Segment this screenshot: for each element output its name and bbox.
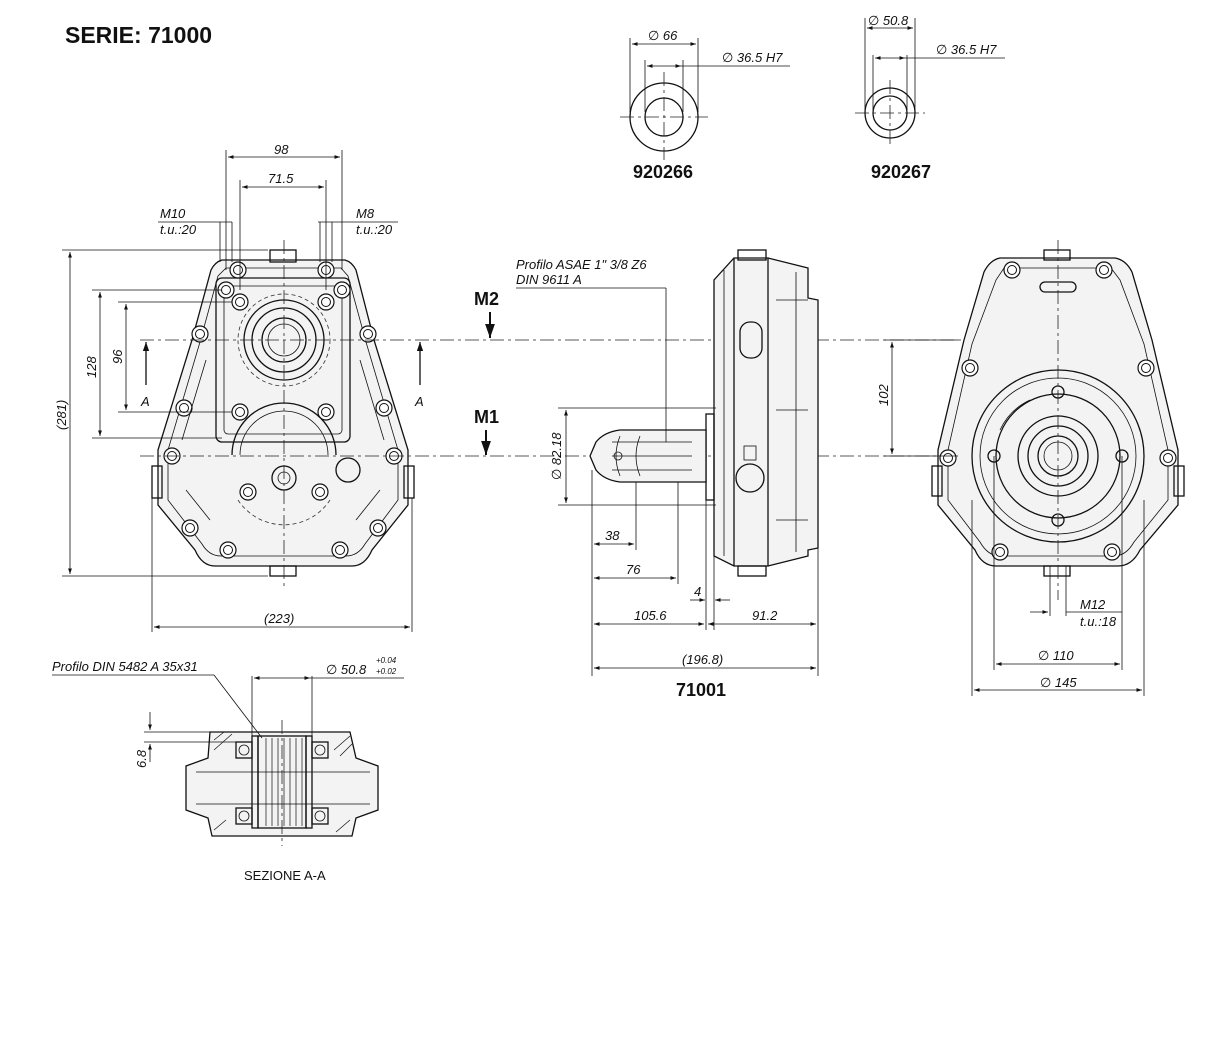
coupling-920266: ∅ 66 ∅ 36.5 H7 920266 bbox=[620, 28, 790, 182]
thread-m12: M12 bbox=[1080, 597, 1106, 612]
front-view: 98 71.5 M10 t.u.:20 M8 t.u.:20 (281) 128… bbox=[54, 142, 1090, 632]
dim-98: 98 bbox=[274, 142, 289, 157]
section-mark-left: A bbox=[140, 394, 150, 409]
dim-223: (223) bbox=[264, 611, 294, 626]
section-view: Profilo DIN 5482 A 35x31 ∅ 50.8 +0.04 +0… bbox=[52, 656, 404, 883]
dim-76: 76 bbox=[626, 562, 641, 577]
coupling-920267: ∅ 50.8 ∅ 36.5 H7 920267 bbox=[855, 13, 1005, 182]
thread-m8: M8 bbox=[356, 206, 375, 221]
profile-asae-note: Profilo ASAE 1" 3/8 Z6 bbox=[516, 257, 647, 272]
port-m2-label: M2 bbox=[474, 289, 499, 309]
coupling-920267-code: 920267 bbox=[871, 162, 931, 182]
rear-view: 102 M12 t.u.:18 ∅ 110 ∅ 145 bbox=[876, 240, 1185, 696]
shaft-dia: ∅ 82.18 bbox=[549, 432, 564, 480]
section-profile-note: Profilo DIN 5482 A 35x31 bbox=[52, 659, 198, 674]
dim-dia-110: ∅ 110 bbox=[1038, 648, 1074, 663]
port-markers: M2 M1 bbox=[474, 289, 499, 455]
section-bore-dia: ∅ 50.8 bbox=[326, 662, 367, 677]
dim-128: 128 bbox=[84, 356, 99, 378]
coupling-920267-outer-dia: ∅ 50.8 bbox=[868, 13, 909, 28]
dim-4: 4 bbox=[694, 584, 701, 599]
coupling-920267-inner-dia: ∅ 36.5 H7 bbox=[936, 42, 997, 57]
dim-102: 102 bbox=[876, 384, 891, 406]
series-title: SERIE: 71000 bbox=[65, 22, 212, 48]
dim-71-5: 71.5 bbox=[268, 171, 294, 186]
thread-m10-depth: t.u.:20 bbox=[160, 222, 197, 237]
section-tol-upper: +0.04 bbox=[376, 656, 397, 665]
dim-38: 38 bbox=[605, 528, 620, 543]
section-tol-lower: +0.02 bbox=[376, 667, 397, 676]
section-depth: 6.8 bbox=[134, 749, 149, 768]
dim-dia-145: ∅ 145 bbox=[1040, 675, 1077, 690]
section-label: SEZIONE A-A bbox=[244, 868, 326, 883]
thread-m10: M10 bbox=[160, 206, 186, 221]
thread-m12-depth: t.u.:18 bbox=[1080, 614, 1117, 629]
port-m1-label: M1 bbox=[474, 407, 499, 427]
dim-96: 96 bbox=[110, 349, 125, 364]
coupling-920266-outer-dia: ∅ 66 bbox=[648, 28, 678, 43]
dim-281: (281) bbox=[54, 400, 69, 430]
dim-196-8: (196.8) bbox=[682, 652, 723, 667]
side-view: Profilo ASAE 1" 3/8 Z6 DIN 9611 A ∅ 82.1… bbox=[516, 249, 819, 700]
dim-105-6: 105.6 bbox=[634, 608, 667, 623]
section-mark-right: A bbox=[414, 394, 424, 409]
side-view-code: 71001 bbox=[676, 680, 726, 700]
coupling-920266-inner-dia: ∅ 36.5 H7 bbox=[722, 50, 783, 65]
dim-91-2: 91.2 bbox=[752, 608, 778, 623]
coupling-920266-code: 920266 bbox=[633, 162, 693, 182]
profile-din-note: DIN 9611 A bbox=[516, 272, 582, 287]
thread-m8-depth: t.u.:20 bbox=[356, 222, 393, 237]
